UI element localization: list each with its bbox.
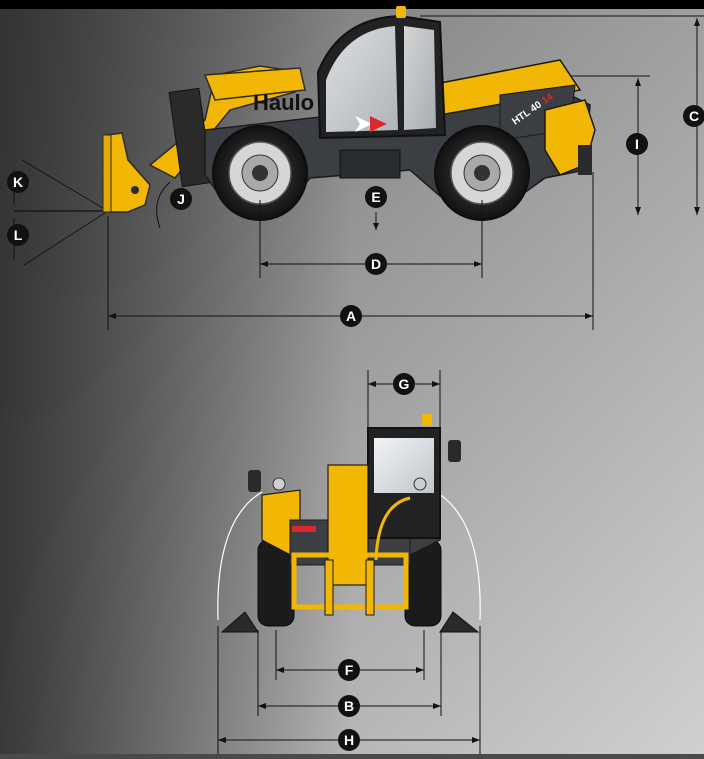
marker-label: L xyxy=(14,227,23,243)
marker-j: J xyxy=(170,188,192,210)
right-mirror xyxy=(448,440,461,462)
marker-badge xyxy=(683,105,704,127)
brand-logo: Haulo xyxy=(253,90,314,115)
marker-d: D xyxy=(365,253,387,275)
marker-badge xyxy=(340,305,362,327)
left-mirror xyxy=(248,470,261,492)
side-view: Haulo HTL 40 14 xyxy=(13,6,704,330)
cab-front-window xyxy=(326,26,398,132)
marker-badge xyxy=(170,188,192,210)
beacon-light xyxy=(396,6,406,18)
marker-label: C xyxy=(689,108,699,124)
front-wheel xyxy=(212,125,308,221)
left-fork xyxy=(324,559,334,616)
marker-label: A xyxy=(346,308,356,324)
boom-front xyxy=(327,464,369,586)
right-fork xyxy=(365,559,375,616)
marker-badge xyxy=(7,224,29,246)
marker-badge xyxy=(338,659,360,681)
rear-hitch xyxy=(578,145,592,175)
top-band xyxy=(0,0,704,9)
marker-e: E xyxy=(365,186,387,208)
marker-i: I xyxy=(626,133,648,155)
arrowheads-side xyxy=(108,18,700,319)
right-headlight xyxy=(413,477,427,491)
marker-label: E xyxy=(371,189,380,205)
marker-k: K xyxy=(7,171,29,193)
chevron-logo-accent xyxy=(370,116,387,132)
tilt-up-line xyxy=(21,159,109,212)
fork-carriage-front xyxy=(291,552,409,610)
marker-label: F xyxy=(345,662,354,678)
marker-a: A xyxy=(340,305,362,327)
marker-label: J xyxy=(177,191,185,207)
marker-badge xyxy=(365,253,387,275)
cab-side-window xyxy=(404,26,436,130)
left-clearance-arc xyxy=(217,491,263,621)
marker-label: G xyxy=(399,376,410,392)
marker-badge xyxy=(7,171,29,193)
front-reflector xyxy=(292,526,316,532)
marker-badge xyxy=(338,695,360,717)
marker-label: D xyxy=(371,256,381,272)
tank-box xyxy=(339,149,401,179)
marker-label: K xyxy=(13,174,23,190)
marker-badge xyxy=(338,729,360,751)
marker-h: H xyxy=(338,729,360,751)
rear-wheel xyxy=(434,125,530,221)
right-stabilizer-foot xyxy=(439,611,480,633)
left-headlight xyxy=(272,477,286,491)
marker-b: B xyxy=(338,695,360,717)
dimension-arc-j xyxy=(156,181,171,229)
tilt-down-line xyxy=(23,210,109,266)
marker-badge xyxy=(365,186,387,208)
marker-badge xyxy=(626,133,648,155)
marker-label: B xyxy=(344,698,354,714)
dimension-markers: A B C D E F G H I J K L xyxy=(7,105,704,751)
left-stabilizer-foot xyxy=(220,611,259,633)
carriage-pivot xyxy=(131,186,139,194)
marker-f: F xyxy=(338,659,360,681)
arrowheads-front xyxy=(218,381,480,743)
front-view xyxy=(217,370,481,754)
fork-frame xyxy=(102,134,112,213)
marker-label: H xyxy=(344,732,354,748)
marker-l: L xyxy=(7,224,29,246)
hydraulic-hose xyxy=(374,496,411,561)
marker-badge xyxy=(393,373,415,395)
marker-c: C xyxy=(683,105,704,127)
boom-upper xyxy=(203,67,306,101)
marker-g: G xyxy=(393,373,415,395)
right-clearance-arc xyxy=(435,491,481,621)
marker-label: I xyxy=(635,136,639,152)
front-beacon-light xyxy=(422,414,432,426)
